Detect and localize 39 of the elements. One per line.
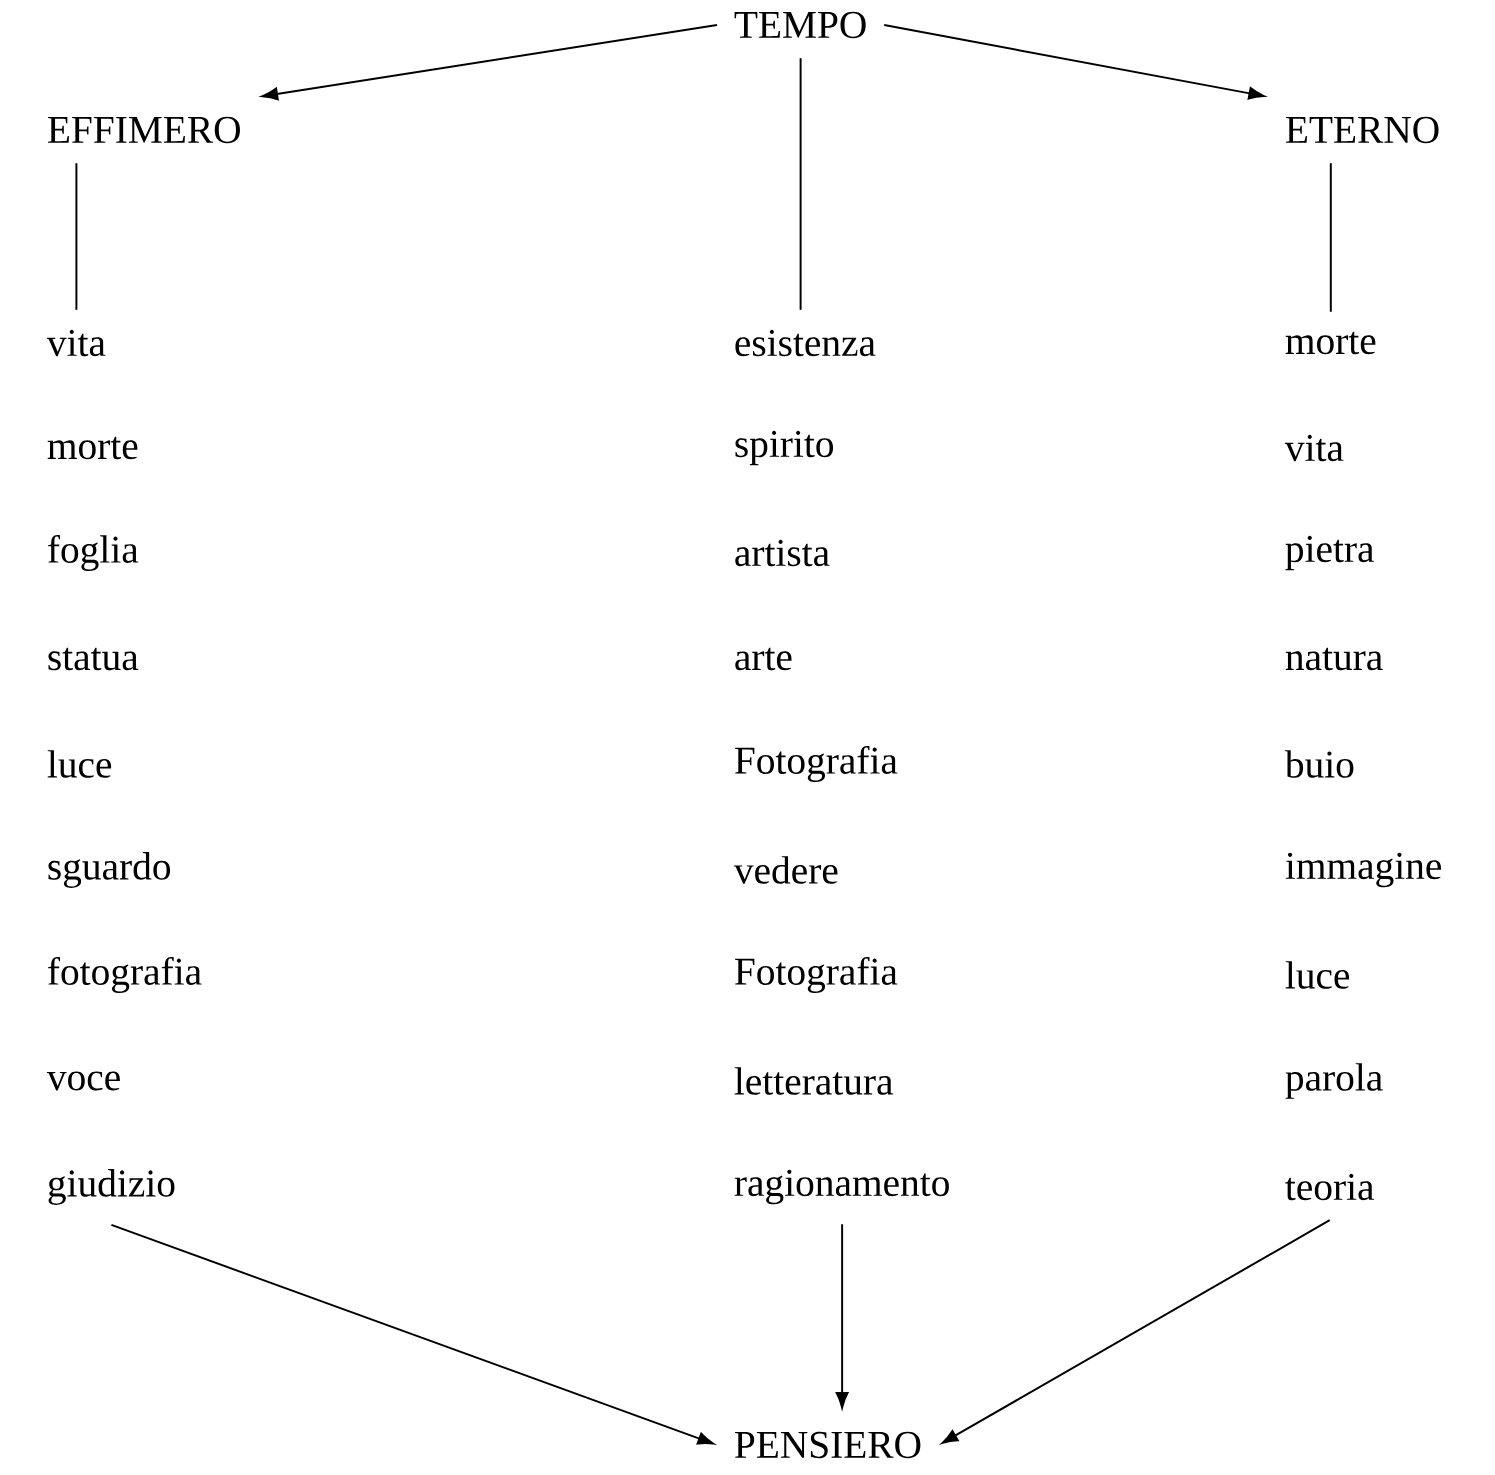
word: ragionamento: [734, 1169, 949, 1205]
word: pietra: [1285, 535, 1374, 571]
word: letteratura: [734, 1067, 893, 1095]
word: giudizio: [48, 1169, 175, 1205]
word: Fotografia: [735, 745, 898, 783]
word: spirito: [735, 430, 834, 466]
arrow: [883, 24, 1265, 100]
word: luce: [47, 750, 112, 778]
heading-word: TEMPO: [734, 11, 866, 39]
word: morte: [47, 436, 138, 460]
arrow: [110, 1223, 714, 1445]
word: teoria: [1285, 1173, 1374, 1201]
word: vedere: [733, 856, 838, 884]
heading-word: EFFIMERO: [48, 116, 240, 144]
word: arte: [735, 647, 792, 671]
word: voce: [46, 1071, 120, 1091]
connector-line: [1329, 162, 1332, 313]
word: vita: [1284, 434, 1344, 462]
word: statua: [48, 647, 139, 671]
heading-word: PENSIERO: [735, 1431, 921, 1459]
word: foglia: [48, 534, 139, 572]
word: natura: [1285, 647, 1383, 671]
word: fotografia: [48, 956, 202, 994]
word: buio: [1284, 750, 1354, 778]
word: artista: [735, 539, 830, 567]
arrow: [941, 1219, 1331, 1444]
word: esistenza: [735, 329, 876, 357]
word: vita: [46, 329, 106, 357]
word: sguardo: [48, 852, 171, 888]
word: parola: [1285, 1063, 1383, 1099]
connector-line: [75, 162, 78, 311]
word: Fotografia: [735, 956, 898, 994]
arrow: [835, 1223, 849, 1409]
arrow: [261, 24, 718, 101]
connector-line: [799, 57, 802, 311]
word: morte: [1285, 331, 1376, 355]
word: luce: [1285, 961, 1350, 989]
heading-word: ETERNO: [1286, 116, 1439, 144]
word: immagine: [1285, 852, 1441, 888]
